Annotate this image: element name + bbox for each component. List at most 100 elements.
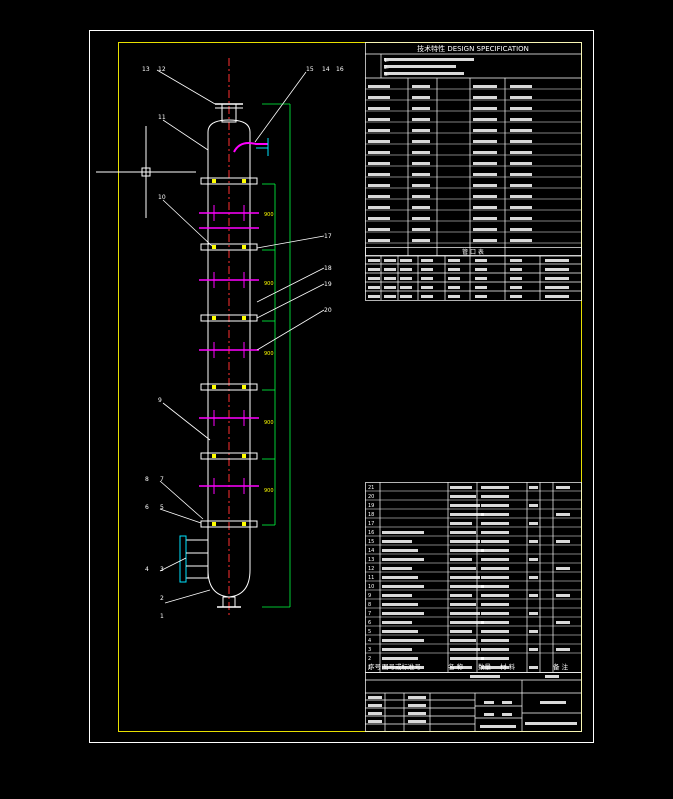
svg-text:900: 900 xyxy=(264,212,274,218)
illegible-text xyxy=(473,206,497,209)
illegible-text xyxy=(412,239,430,242)
illegible-text xyxy=(382,612,424,615)
illegible-text xyxy=(510,184,532,187)
illegible-text xyxy=(384,268,396,271)
illegible-text xyxy=(529,630,538,633)
illegible-text xyxy=(450,594,472,597)
illegible-text xyxy=(450,513,484,516)
svg-text:900: 900 xyxy=(264,420,274,426)
part-number: 12 xyxy=(368,566,374,572)
illegible-text xyxy=(481,540,509,543)
illegible-text xyxy=(556,594,570,597)
col-seq: 序号 xyxy=(368,662,382,671)
illegible-text xyxy=(484,701,494,704)
illegible-text xyxy=(450,540,480,543)
illegible-text xyxy=(450,504,480,507)
part-number: 4 xyxy=(368,638,371,644)
illegible-text xyxy=(481,504,509,507)
illegible-text xyxy=(450,666,472,669)
balloon-18: 18 xyxy=(324,265,332,272)
illegible-text xyxy=(510,268,522,271)
illegible-text xyxy=(475,277,487,280)
illegible-text xyxy=(408,704,426,707)
part-number: 2 xyxy=(368,656,371,662)
balloon-19: 19 xyxy=(324,281,332,288)
nozzle-table xyxy=(365,247,582,301)
illegible-text xyxy=(368,162,390,165)
illegible-text xyxy=(556,567,570,570)
title-block xyxy=(365,672,582,732)
illegible-text xyxy=(382,549,418,552)
illegible-text xyxy=(382,666,424,669)
illegible-text xyxy=(473,85,497,88)
balloon-9: 9 xyxy=(158,397,162,404)
illegible-text xyxy=(510,118,532,121)
balloon-11: 11 xyxy=(158,114,166,121)
illegible-text xyxy=(473,96,497,99)
illegible-text xyxy=(450,531,476,534)
spec-fake-text xyxy=(368,58,532,242)
illegible-text xyxy=(368,720,382,723)
col-qty: 数量 xyxy=(478,662,492,671)
illegible-text xyxy=(473,107,497,110)
illegible-text xyxy=(382,567,412,570)
outer-frame xyxy=(89,30,594,743)
part-number: 10 xyxy=(368,584,374,590)
illegible-text xyxy=(384,72,464,75)
illegible-text xyxy=(412,162,430,165)
balloon-8: 8 xyxy=(145,476,149,483)
balloon-17: 17 xyxy=(324,233,332,240)
illegible-text xyxy=(368,129,390,132)
illegible-text xyxy=(545,277,569,280)
illegible-text xyxy=(473,151,497,154)
illegible-text xyxy=(382,657,418,660)
illegible-text xyxy=(382,630,418,633)
part-number: 17 xyxy=(368,521,374,527)
illegible-text xyxy=(484,713,494,716)
balloon-4: 4 xyxy=(145,566,149,573)
illegible-text xyxy=(450,603,476,606)
design-spec-table xyxy=(365,42,582,256)
balloon-7: 7 xyxy=(160,476,164,483)
balloon-3: 3 xyxy=(160,566,164,573)
illegible-text xyxy=(473,239,497,242)
illegible-text xyxy=(368,96,390,99)
illegible-text xyxy=(412,173,430,176)
illegible-text xyxy=(510,173,532,176)
illegible-text xyxy=(450,567,476,570)
illegible-text xyxy=(448,286,460,289)
illegible-text xyxy=(470,675,500,678)
col-remarks: 备 注 xyxy=(553,662,569,671)
illegible-text xyxy=(502,713,512,716)
illegible-text xyxy=(408,696,426,699)
illegible-text xyxy=(481,558,509,561)
illegible-text xyxy=(481,522,509,525)
illegible-text xyxy=(368,118,390,121)
illegible-text xyxy=(400,286,412,289)
illegible-text xyxy=(481,531,509,534)
side-inlet-pipe xyxy=(233,142,268,153)
illegible-text xyxy=(473,140,497,143)
part-number: 14 xyxy=(368,548,374,554)
part-number: 8 xyxy=(368,602,371,608)
illegible-text xyxy=(481,657,509,660)
illegible-text xyxy=(529,486,538,489)
illegible-text xyxy=(382,594,412,597)
illegible-text xyxy=(382,621,412,624)
illegible-text xyxy=(368,184,390,187)
col-drawing-no: 图号或标准号 xyxy=(382,662,422,671)
illegible-text xyxy=(412,96,430,99)
illegible-text xyxy=(510,107,532,110)
illegible-text xyxy=(556,486,570,489)
balloon-10: 10 xyxy=(158,194,166,201)
illegible-text xyxy=(368,140,390,143)
illegible-text xyxy=(368,286,380,289)
illegible-text xyxy=(408,720,426,723)
balloon-13: 13 xyxy=(142,66,150,73)
col-material: 材 料 xyxy=(500,662,516,671)
illegible-text xyxy=(448,295,460,298)
illegible-text xyxy=(412,195,430,198)
balloon-1: 1 xyxy=(160,613,164,620)
illegible-text xyxy=(529,558,538,561)
